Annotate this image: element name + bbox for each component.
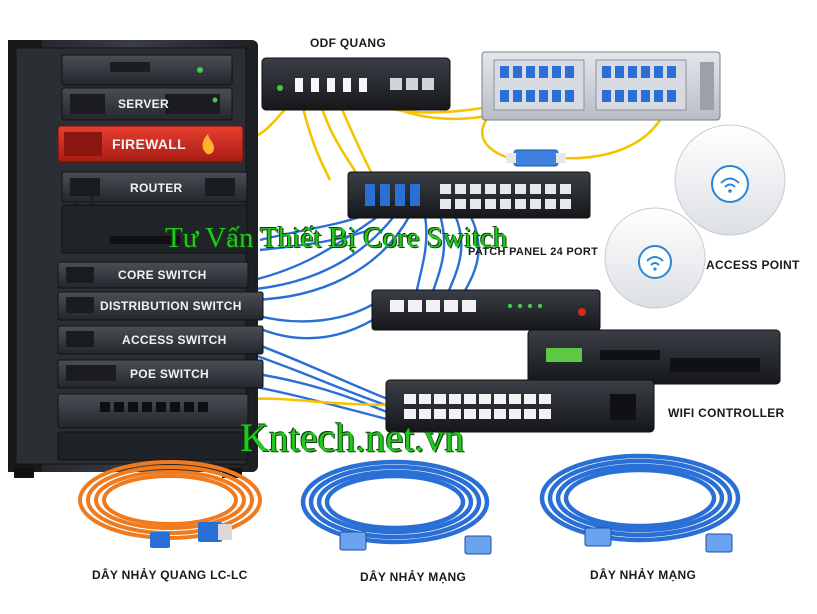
middle-switch	[371, 289, 601, 331]
headline-overlay: Tư Vấn Thiết Bị Core Switch	[165, 222, 508, 254]
lan-patch-cord-coil-2	[539, 453, 741, 543]
rack-label-access-switch: ACCESS SWITCH	[122, 333, 227, 347]
label-access-point: ACCESS POINT	[706, 258, 800, 272]
rj45-connector-2	[584, 527, 733, 553]
rack-label-poe-switch: POE SWITCH	[130, 367, 210, 381]
label-wifi-controller: WIFI CONTROLLER	[668, 406, 785, 420]
wifi-controller-device	[527, 329, 781, 385]
server-rack	[8, 40, 264, 478]
rack-label-firewall: FIREWALL	[112, 136, 186, 152]
rack-label-core-switch: CORE SWITCH	[118, 268, 207, 282]
label-fiber-cable: DÂY NHẢY QUANG LC-LC	[92, 568, 248, 582]
access-point-1	[674, 124, 786, 236]
fiber-coupler	[506, 149, 566, 167]
fiber-patch-cord-coil	[78, 460, 262, 540]
label-lan-cable-2: DÂY NHẢY MẠNG	[590, 568, 697, 582]
website-overlay: Kntech.net.vn	[240, 415, 465, 460]
fiber-connector	[150, 522, 232, 548]
rack-label-server: SERVER	[118, 97, 169, 111]
odf-unit	[261, 57, 451, 111]
lan-patch-cord-coil-1	[300, 459, 490, 545]
patch-panel	[347, 171, 591, 219]
label-odf: ODF QUANG	[310, 36, 387, 50]
bottom-switch	[385, 379, 655, 433]
label-lan-cable-1: DÂY NHẢY MẠNG	[360, 570, 467, 584]
fiber-panel	[481, 51, 721, 121]
label-patch-panel: PATCH PANEL 24 PORT	[468, 246, 599, 258]
rack-label-distribution-switch: DISTRIBUTION SWITCH	[100, 299, 242, 313]
rack-label-router: ROUTER	[130, 181, 183, 195]
access-point-2	[604, 207, 706, 309]
rj45-connector-1	[339, 531, 492, 555]
